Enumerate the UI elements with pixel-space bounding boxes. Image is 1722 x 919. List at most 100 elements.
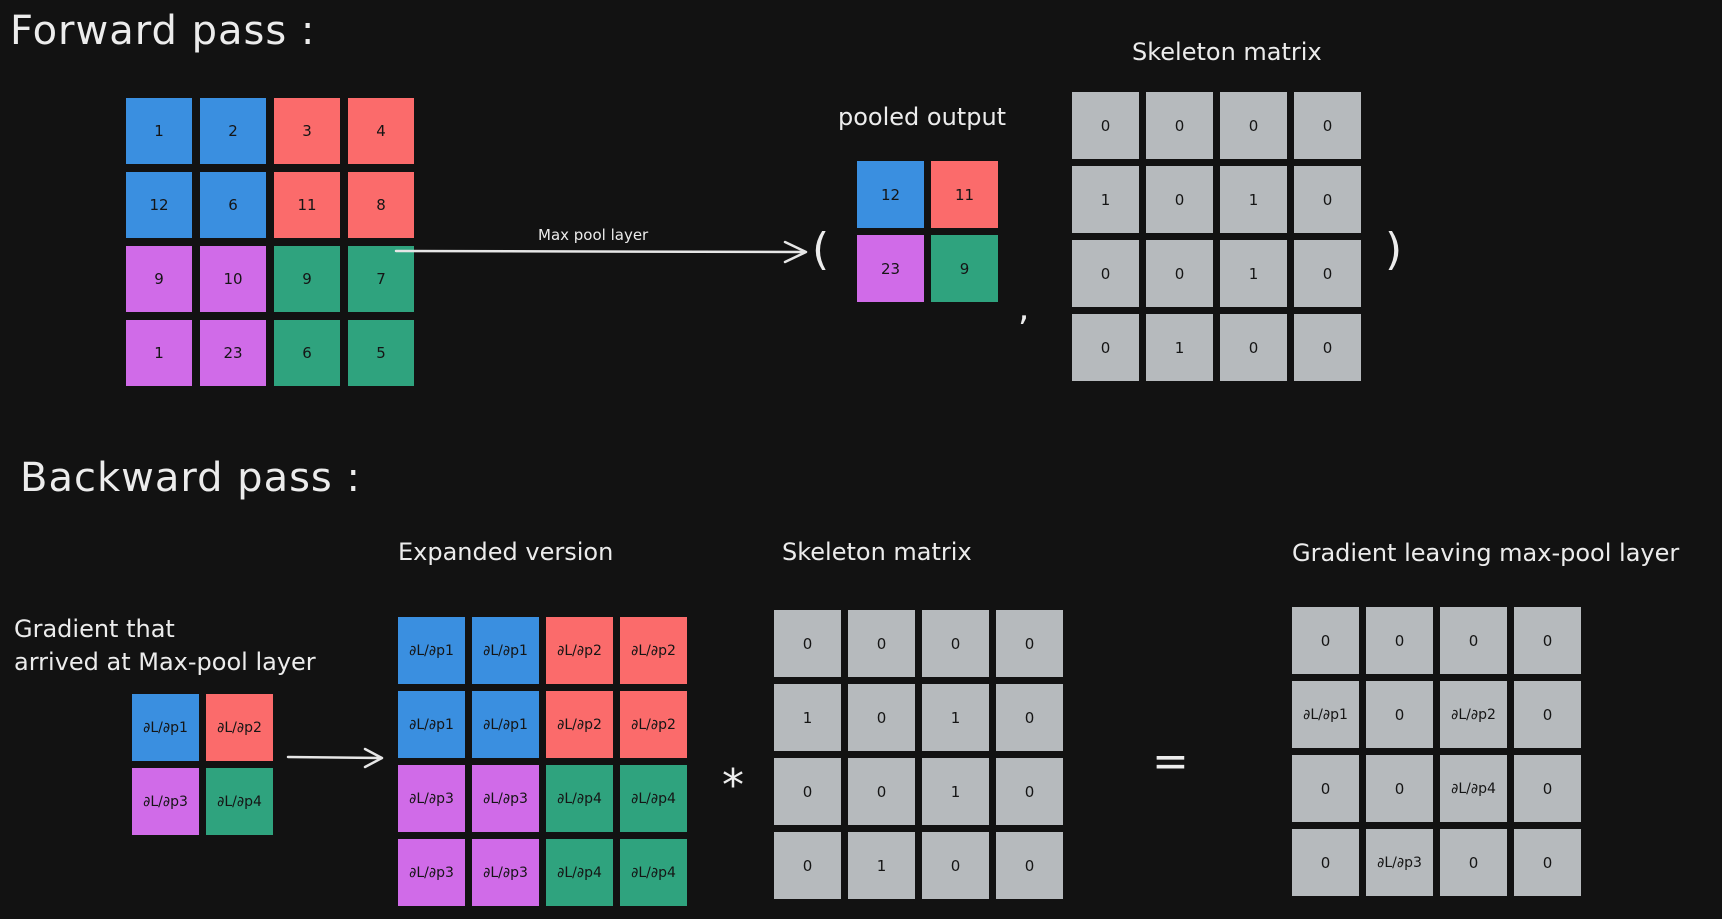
forward-input-cell-r3-c3: 9 (274, 246, 340, 312)
forward-input-cell-r1-c3: 3 (274, 98, 340, 164)
forward-input-cell-r1-c1: 1 (126, 98, 192, 164)
forward-skeleton-cell-r3-c2: 0 (1146, 240, 1213, 307)
backward-skeleton-cell-r3-c4: 0 (996, 758, 1063, 825)
gradient-leaving-cell-r3-c2: 0 (1366, 755, 1433, 822)
pooled-output-cell-r1-c1: 12 (857, 161, 924, 228)
expanded-gradient-cell-r4-c1: ∂L/∂p3 (398, 839, 465, 906)
forward-input-cell-r4-c3: 6 (274, 320, 340, 386)
arrived-gradient-label-line1: Gradient that (14, 615, 175, 643)
expanded-gradient-cell-r3-c2: ∂L/∂p3 (472, 765, 539, 832)
backward-pass-heading: Backward pass : (20, 455, 361, 501)
expanded-gradient-cell-r2-c4: ∂L/∂p2 (620, 691, 687, 758)
backward-skeleton-cell-r1-c4: 0 (996, 610, 1063, 677)
max-pool-layer-label: Max pool layer (538, 226, 649, 244)
gradient-leaving-cell-r4-c4: 0 (1514, 829, 1581, 896)
backward-skeleton-cell-r3-c2: 0 (848, 758, 915, 825)
pooled-output-title: pooled output (838, 103, 1007, 131)
gradient-leaving-cell-r2-c4: 0 (1514, 681, 1581, 748)
forward-pass-heading: Forward pass : (10, 8, 316, 54)
expanded-gradient-cell-r3-c3: ∂L/∂p4 (546, 765, 613, 832)
forward-input-cell-r3-c4: 7 (348, 246, 414, 312)
pooled-output-cell-r2-c1: 23 (857, 235, 924, 302)
forward-skeleton-cell-r1-c1: 0 (1072, 92, 1139, 159)
forward-input-cell-r4-c1: 1 (126, 320, 192, 386)
expanded-gradient-cell-r1-c4: ∂L/∂p2 (620, 617, 687, 684)
forward-skeleton-cell-r1-c2: 0 (1146, 92, 1213, 159)
tuple-comma: , (1018, 288, 1030, 329)
expanded-gradient-cell-r1-c2: ∂L/∂p1 (472, 617, 539, 684)
forward-skeleton-cell-r2-c3: 1 (1220, 166, 1287, 233)
max-pool-arrow-line (394, 249, 807, 254)
gradient-leaving-cell-r1-c3: 0 (1440, 607, 1507, 674)
backward-skeleton-cell-r2-c2: 0 (848, 684, 915, 751)
forward-skeleton-cell-r1-c3: 0 (1220, 92, 1287, 159)
expanded-gradient-cell-r2-c3: ∂L/∂p2 (546, 691, 613, 758)
backward-skeleton-cell-r4-c4: 0 (996, 832, 1063, 899)
arrived-gradient-grid: ∂L/∂p1∂L/∂p2∂L/∂p3∂L/∂p4 (132, 694, 273, 835)
expanded-gradient-cell-r3-c4: ∂L/∂p4 (620, 765, 687, 832)
backward-skeleton-cell-r1-c1: 0 (774, 610, 841, 677)
gradient-leaving-cell-r1-c4: 0 (1514, 607, 1581, 674)
arrived-gradient-cell-r2-c1: ∂L/∂p3 (132, 768, 199, 835)
forward-skeleton-title: Skeleton matrix (1132, 38, 1322, 66)
arrived-gradient-cell-r1-c1: ∂L/∂p1 (132, 694, 199, 761)
expanded-gradient-cell-r4-c2: ∂L/∂p3 (472, 839, 539, 906)
backward-skeleton-cell-r3-c3: 1 (922, 758, 989, 825)
backward-skeleton-title: Skeleton matrix (782, 538, 972, 566)
forward-skeleton-cell-r2-c2: 0 (1146, 166, 1213, 233)
arrived-gradient-label-line2: arrived at Max-pool layer (14, 648, 316, 676)
gradient-leaving-cell-r1-c1: 0 (1292, 607, 1359, 674)
gradient-leaving-cell-r3-c4: 0 (1514, 755, 1581, 822)
expanded-gradient-cell-r2-c2: ∂L/∂p1 (472, 691, 539, 758)
backward-skeleton-cell-r1-c3: 0 (922, 610, 989, 677)
backward-skeleton-cell-r1-c2: 0 (848, 610, 915, 677)
gradient-leaving-cell-r1-c2: 0 (1366, 607, 1433, 674)
gradient-leaving-cell-r4-c2: ∂L/∂p3 (1366, 829, 1433, 896)
forward-skeleton-cell-r4-c1: 0 (1072, 314, 1139, 381)
pooled-output-cell-r1-c2: 11 (931, 161, 998, 228)
forward-skeleton-cell-r4-c3: 0 (1220, 314, 1287, 381)
gradient-leaving-cell-r2-c1: ∂L/∂p1 (1292, 681, 1359, 748)
forward-skeleton-cell-r4-c4: 0 (1294, 314, 1361, 381)
gradient-leaving-title: Gradient leaving max-pool layer (1292, 539, 1680, 567)
backward-skeleton-cell-r4-c3: 0 (922, 832, 989, 899)
forward-input-cell-r2-c2: 6 (200, 172, 266, 238)
gradient-arrow-line (286, 755, 383, 760)
gradient-leaving-cell-r3-c3: ∂L/∂p4 (1440, 755, 1507, 822)
forward-skeleton-cell-r3-c4: 0 (1294, 240, 1361, 307)
forward-input-cell-r4-c4: 5 (348, 320, 414, 386)
forward-input-cell-r2-c4: 8 (348, 172, 414, 238)
max-pool-arrow-head (783, 240, 808, 264)
forward-input-cell-r1-c2: 2 (200, 98, 266, 164)
expanded-gradient-grid: ∂L/∂p1∂L/∂p1∂L/∂p2∂L/∂p2∂L/∂p1∂L/∂p1∂L/∂… (398, 617, 687, 906)
backward-skeleton-cell-r2-c3: 1 (922, 684, 989, 751)
backward-skeleton-cell-r4-c1: 0 (774, 832, 841, 899)
gradient-leaving-cell-r2-c3: ∂L/∂p2 (1440, 681, 1507, 748)
forward-skeleton-cell-r3-c1: 0 (1072, 240, 1139, 307)
backward-skeleton-cell-r2-c4: 0 (996, 684, 1063, 751)
forward-input-cell-r2-c3: 11 (274, 172, 340, 238)
gradient-leaving-cell-r4-c1: 0 (1292, 829, 1359, 896)
backward-skeleton-cell-r3-c1: 0 (774, 758, 841, 825)
expanded-gradient-cell-r4-c3: ∂L/∂p4 (546, 839, 613, 906)
expanded-version-title: Expanded version (398, 538, 614, 566)
arrived-gradient-cell-r1-c2: ∂L/∂p2 (206, 694, 273, 761)
close-parenthesis: ) (1385, 224, 1403, 275)
forward-input-cell-r3-c2: 10 (200, 246, 266, 312)
gradient-leaving-cell-r2-c2: 0 (1366, 681, 1433, 748)
expanded-gradient-cell-r1-c3: ∂L/∂p2 (546, 617, 613, 684)
forward-input-cell-r1-c4: 4 (348, 98, 414, 164)
forward-skeleton-cell-r1-c4: 0 (1294, 92, 1361, 159)
forward-skeleton-cell-r2-c4: 0 (1294, 166, 1361, 233)
forward-skeleton-cell-r2-c1: 1 (1072, 166, 1139, 233)
backward-skeleton-cell-r2-c1: 1 (774, 684, 841, 751)
gradient-leaving-cell-r4-c3: 0 (1440, 829, 1507, 896)
multiply-symbol: * (722, 760, 744, 811)
backward-skeleton-cell-r4-c2: 1 (848, 832, 915, 899)
forward-input-cell-r3-c1: 9 (126, 246, 192, 312)
